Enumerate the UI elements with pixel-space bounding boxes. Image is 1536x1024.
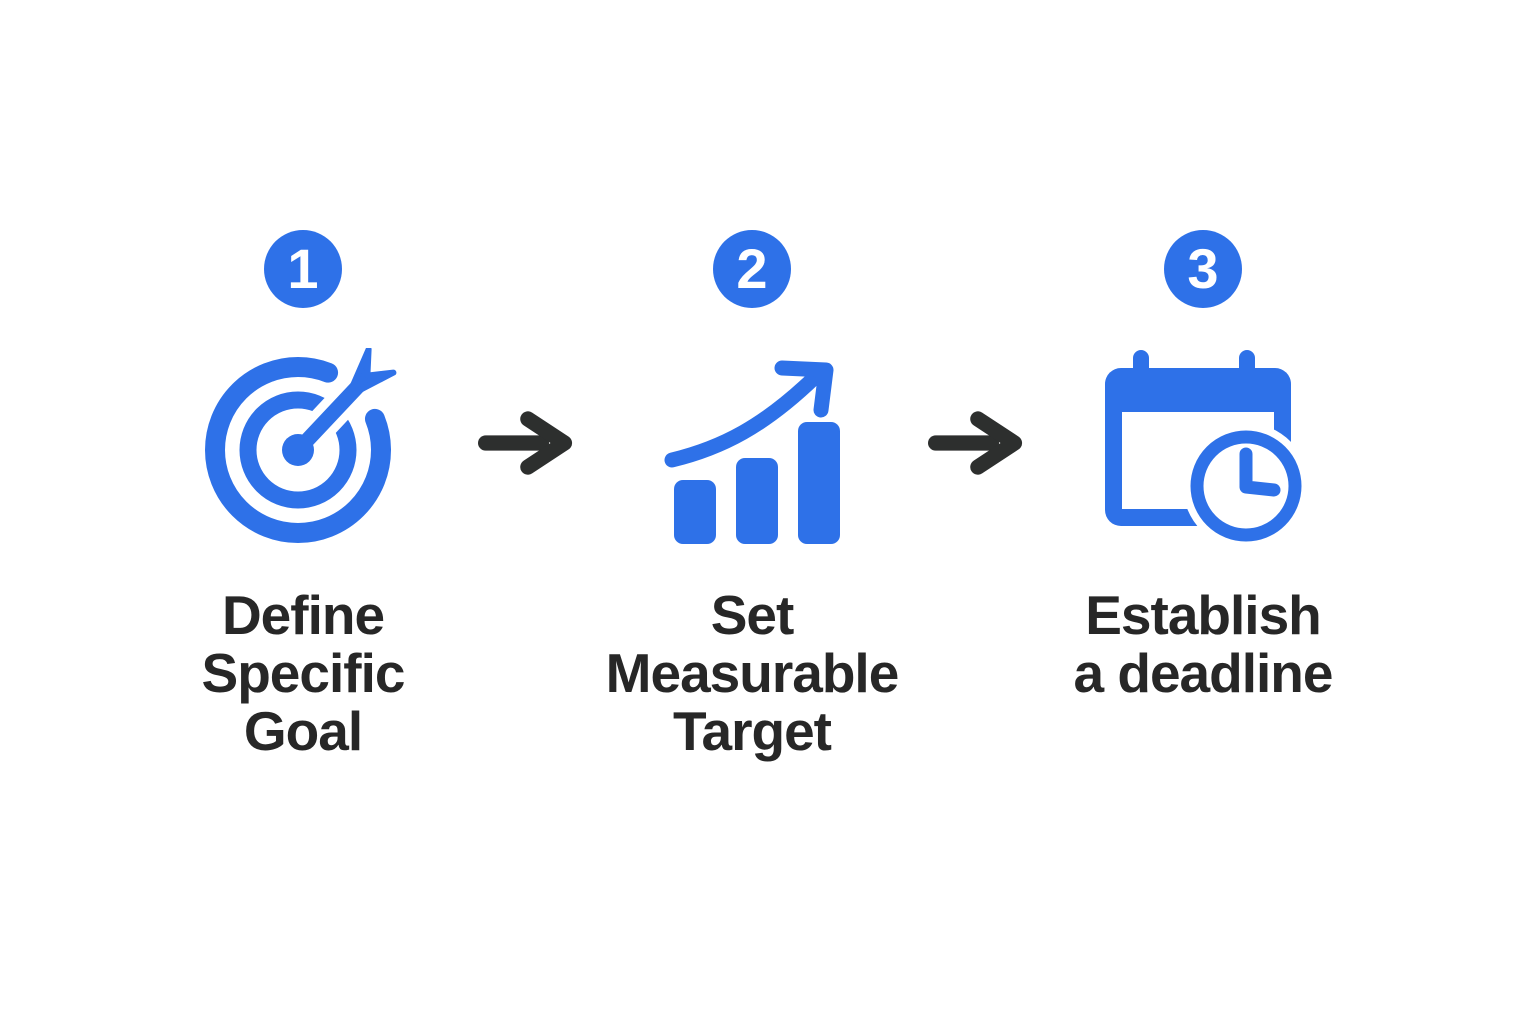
- step-label: Set Measurable Target: [605, 584, 900, 762]
- bar-chart-growth-icon: [652, 348, 852, 548]
- target-dart-icon: [205, 348, 399, 543]
- calendar-clock-icon: [1105, 350, 1303, 548]
- step-number: 1: [287, 237, 319, 300]
- step-label: Establish a deadline: [1073, 584, 1334, 704]
- step-define-specific-goal: 1 Define Specific Goal: [148, 0, 458, 1024]
- calendar-clock-icon: [1103, 348, 1303, 548]
- step-number: 3: [1187, 237, 1219, 300]
- step-label: Define Specific Goal: [201, 584, 406, 762]
- right-arrow-icon: [928, 410, 1024, 476]
- step-number-badge: 2: [713, 230, 791, 308]
- step-number: 2: [736, 237, 768, 300]
- right-arrow-icon: [478, 411, 573, 475]
- step-set-measurable-target: 2 Set Measurable Target: [597, 0, 907, 1024]
- step-number-badge: 3: [1164, 230, 1242, 308]
- step-establish-a-deadline: 3 Establish a deadline: [1048, 0, 1358, 1024]
- right-arrow-icon: [928, 411, 1023, 475]
- right-arrow-icon: [478, 410, 574, 476]
- target-dart-icon: [203, 348, 403, 548]
- bar-chart-growth-icon: [664, 360, 840, 544]
- step-number-badge: 1: [264, 230, 342, 308]
